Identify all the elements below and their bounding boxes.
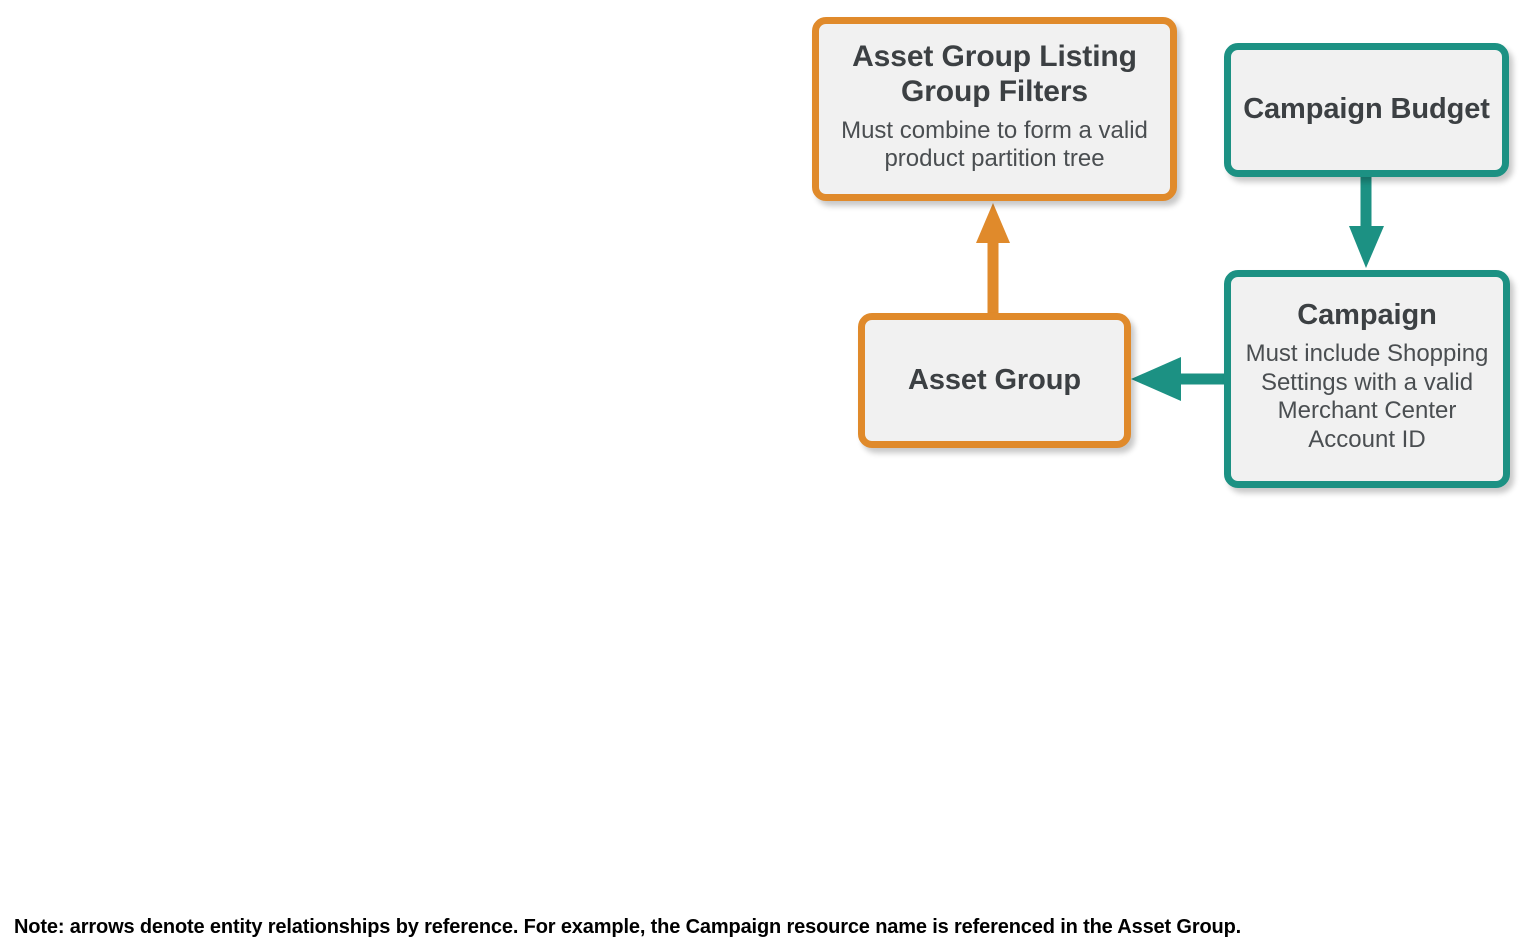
arrowhead-up-icon <box>976 203 1010 243</box>
node-campaign[interactable]: Campaign Must include Shopping Settings … <box>1224 270 1510 488</box>
node-title: Campaign Budget <box>1243 93 1490 126</box>
edge-campaign-to-asset-group <box>1131 357 1228 401</box>
node-asset-group-listing-group-filters[interactable]: Asset Group Listing Group Filters Must c… <box>812 17 1177 201</box>
edge-campaign-budget-to-campaign <box>1349 176 1384 268</box>
edge-asset-group-to-filters <box>976 203 1010 315</box>
diagram-footnote: Note: arrows denote entity relationships… <box>14 916 1242 938</box>
node-subtitle: Must combine to form a valid product par… <box>841 116 1148 173</box>
node-title: Asset Group Listing Group Filters <box>852 39 1137 108</box>
arrowhead-left-icon <box>1131 357 1181 401</box>
node-title: Campaign <box>1297 299 1437 332</box>
node-subtitle: Must include Shopping Settings with a va… <box>1245 339 1489 454</box>
arrowhead-down-icon <box>1349 226 1384 268</box>
node-asset-group[interactable]: Asset Group <box>858 313 1131 448</box>
node-campaign-budget[interactable]: Campaign Budget <box>1224 43 1509 177</box>
node-title: Asset Group <box>908 363 1081 396</box>
